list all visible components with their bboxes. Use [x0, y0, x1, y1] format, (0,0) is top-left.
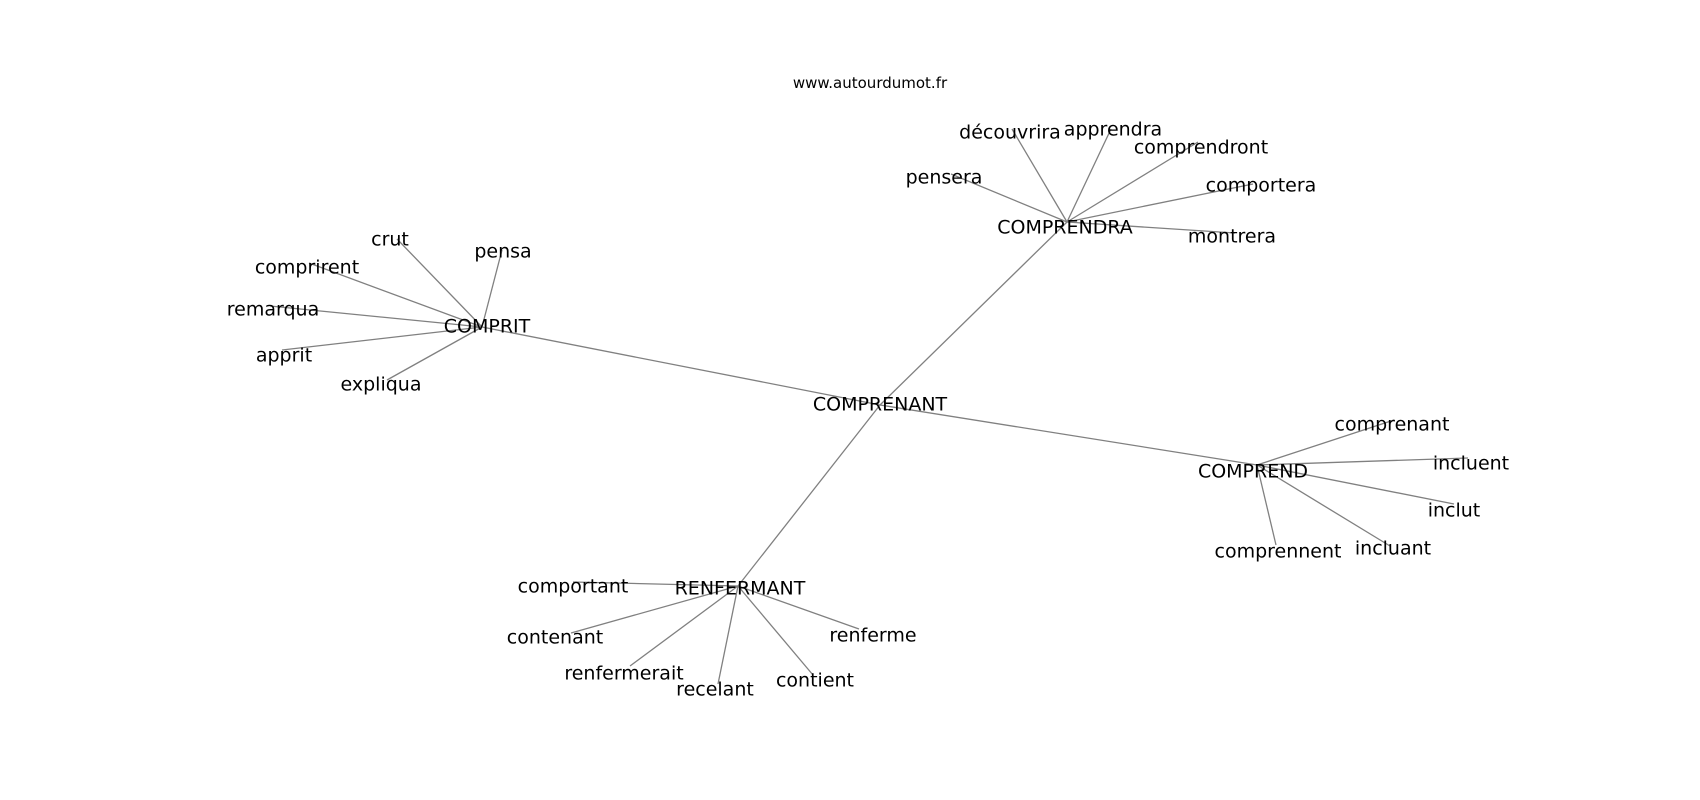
node-hub-renfermant[interactable]: RENFERMANT — [675, 578, 806, 600]
node-leaf-renfermerait[interactable]: renfermerait — [564, 663, 683, 685]
node-leaf-inclut[interactable]: inclut — [1428, 500, 1481, 522]
node-leaf-contenant[interactable]: contenant — [507, 627, 603, 649]
edge-comprendra-decouvrira — [1011, 128, 1068, 223]
edge-comprend-inclut — [1256, 464, 1455, 505]
edge-renfermant-contenant — [570, 585, 739, 634]
node-leaf-renferme[interactable]: renferme — [829, 625, 916, 647]
edge-renfermant-renferme — [737, 585, 860, 630]
node-leaf-comprendront[interactable]: comprendront — [1134, 137, 1268, 159]
edge-renfermant-comportant — [572, 581, 739, 587]
edge-center-comprend — [879, 404, 1258, 466]
node-leaf-montrera[interactable]: montrera — [1188, 226, 1276, 248]
node-leaf-contient[interactable]: contient — [776, 670, 854, 692]
node-leaf-pensera[interactable]: pensera — [906, 167, 983, 189]
node-hub-comprit[interactable]: COMPRIT — [444, 316, 531, 338]
node-leaf-expliqua[interactable]: expliqua — [341, 374, 422, 396]
edge-center-comprendra — [879, 221, 1068, 406]
node-hub-comprend[interactable]: COMPREND — [1198, 461, 1308, 483]
node-leaf-comprenant[interactable]: comprenant — [1335, 414, 1450, 436]
edge-renfermant-renfermerait — [629, 585, 739, 667]
edge-renfermant-contient — [737, 585, 814, 676]
graph-edges — [269, 128, 1469, 685]
edge-comprend-comprennent — [1256, 464, 1277, 546]
node-leaf-recelant[interactable]: recelant — [676, 679, 754, 701]
edge-comprendra-apprendra — [1066, 128, 1112, 223]
edge-comprit-crut — [396, 238, 483, 328]
edge-comprit-comprirent — [308, 262, 483, 328]
node-leaf-decouvrira[interactable]: découvrira — [959, 122, 1061, 144]
node-hub-comprendra[interactable]: COMPRENDRA — [997, 217, 1133, 239]
node-leaf-comportera[interactable]: comportera — [1206, 175, 1317, 197]
edge-comprend-incluant — [1256, 464, 1391, 547]
edge-center-renfermant — [737, 404, 881, 587]
graph-labels: COMPRENANT COMPRIT crut pensa comprirent rema… — [227, 119, 1509, 701]
node-leaf-remarqua[interactable]: remarqua — [227, 299, 319, 321]
node-leaf-apprendra[interactable]: apprendra — [1064, 119, 1162, 141]
node-leaf-apprit[interactable]: apprit — [256, 345, 312, 367]
edge-comprit-expliqua — [386, 326, 483, 381]
node-leaf-crut[interactable]: crut — [371, 229, 409, 251]
node-leaf-comprennent[interactable]: comprennent — [1215, 541, 1342, 563]
edge-renfermant-recelant — [717, 585, 739, 685]
edge-comprendra-montrera — [1066, 221, 1236, 234]
edge-comprendra-comportera — [1066, 183, 1254, 223]
node-leaf-comportant[interactable]: comportant — [518, 576, 629, 598]
node-leaf-comprirent[interactable]: comprirent — [255, 257, 359, 279]
source-watermark: www.autourdumot.fr — [793, 74, 948, 92]
edge-center-comprit — [481, 326, 881, 406]
node-leaf-incluent[interactable]: incluent — [1433, 453, 1509, 475]
edge-comprit-remarqua — [269, 305, 483, 328]
node-leaf-incluant[interactable]: incluant — [1355, 538, 1431, 560]
edge-comprit-apprit — [281, 326, 483, 351]
node-leaf-pensa[interactable]: pensa — [474, 241, 531, 263]
edge-comprendra-pensera — [950, 173, 1068, 223]
edge-comprit-pensa — [481, 249, 503, 328]
edge-comprend-incluent — [1256, 457, 1469, 466]
node-center[interactable]: COMPRENANT — [813, 394, 948, 416]
edge-comprend-comprenant — [1256, 419, 1395, 466]
edge-comprendra-comprendront — [1066, 141, 1199, 223]
